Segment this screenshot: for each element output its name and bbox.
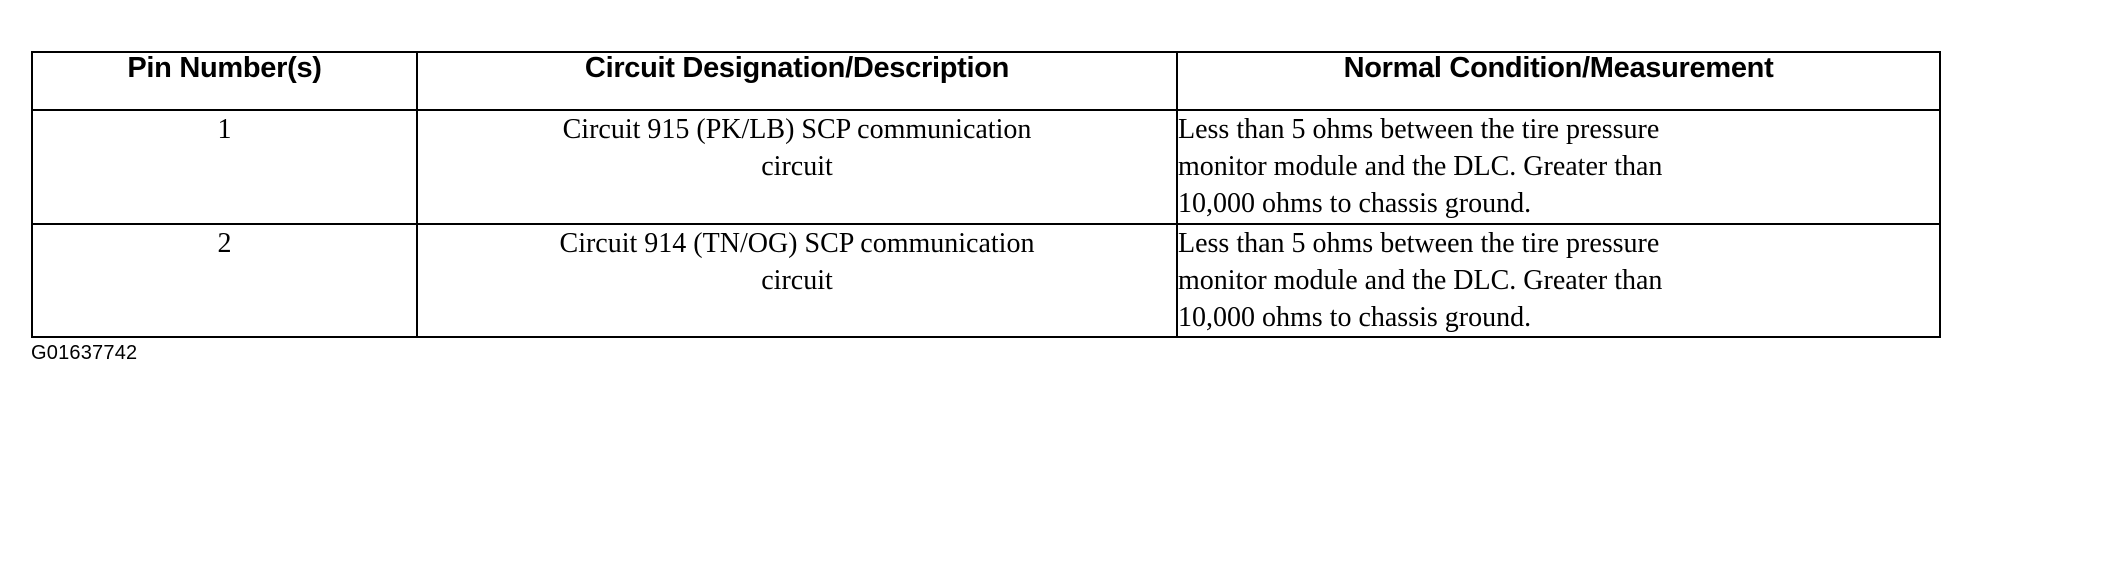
text-line: 10,000 ohms to chassis ground. [1178,302,1532,334]
column-header-pin-number: Pin Number(s) [31,51,418,111]
cell-circuit-designation: Circuit 914 (TN/OG) SCP communication ci… [416,222,1178,339]
pin-specification-table-container: Pin Number(s) Circuit Designation/Descri… [31,51,1941,339]
cell-pin-number: 1 [31,109,418,225]
cell-pin-number: 2 [31,222,418,339]
text-line: 10,000 ohms to chassis ground. [1178,188,1532,220]
column-header-circuit-designation: Circuit Designation/Description [416,51,1178,111]
table-row: 2 Circuit 914 (TN/OG) SCP communication … [31,222,1941,339]
table-body: 1 Circuit 915 (PK/LB) SCP communication … [31,109,1941,339]
table-header: Pin Number(s) Circuit Designation/Descri… [31,51,1941,111]
text-line: Less than 5 ohms between the tire pressu… [1178,227,1660,259]
text-line: Circuit 915 (PK/LB) SCP communication [562,114,1032,145]
column-header-normal-condition: Normal Condition/Measurement [1176,51,1941,111]
table-row: 1 Circuit 915 (PK/LB) SCP communication … [31,109,1941,225]
figure-id-caption: G01637742 [31,342,138,364]
table-header-row: Pin Number(s) Circuit Designation/Descri… [31,51,1941,111]
text-line: circuit [761,151,833,183]
text-line: Less than 5 ohms between the tire pressu… [1178,114,1660,145]
cell-normal-condition: Less than 5 ohms between the tire pressu… [1176,109,1941,225]
cell-normal-condition: Less than 5 ohms between the tire pressu… [1176,222,1941,339]
text-line: Circuit 914 (TN/OG) SCP communication [559,227,1035,259]
text-line: circuit [761,264,833,296]
text-line: monitor module and the DLC. Greater than [1178,264,1663,296]
cell-circuit-designation: Circuit 915 (PK/LB) SCP communication ci… [416,109,1178,225]
pin-specification-table: Pin Number(s) Circuit Designation/Descri… [31,51,1941,339]
text-line: monitor module and the DLC. Greater than [1178,151,1663,183]
